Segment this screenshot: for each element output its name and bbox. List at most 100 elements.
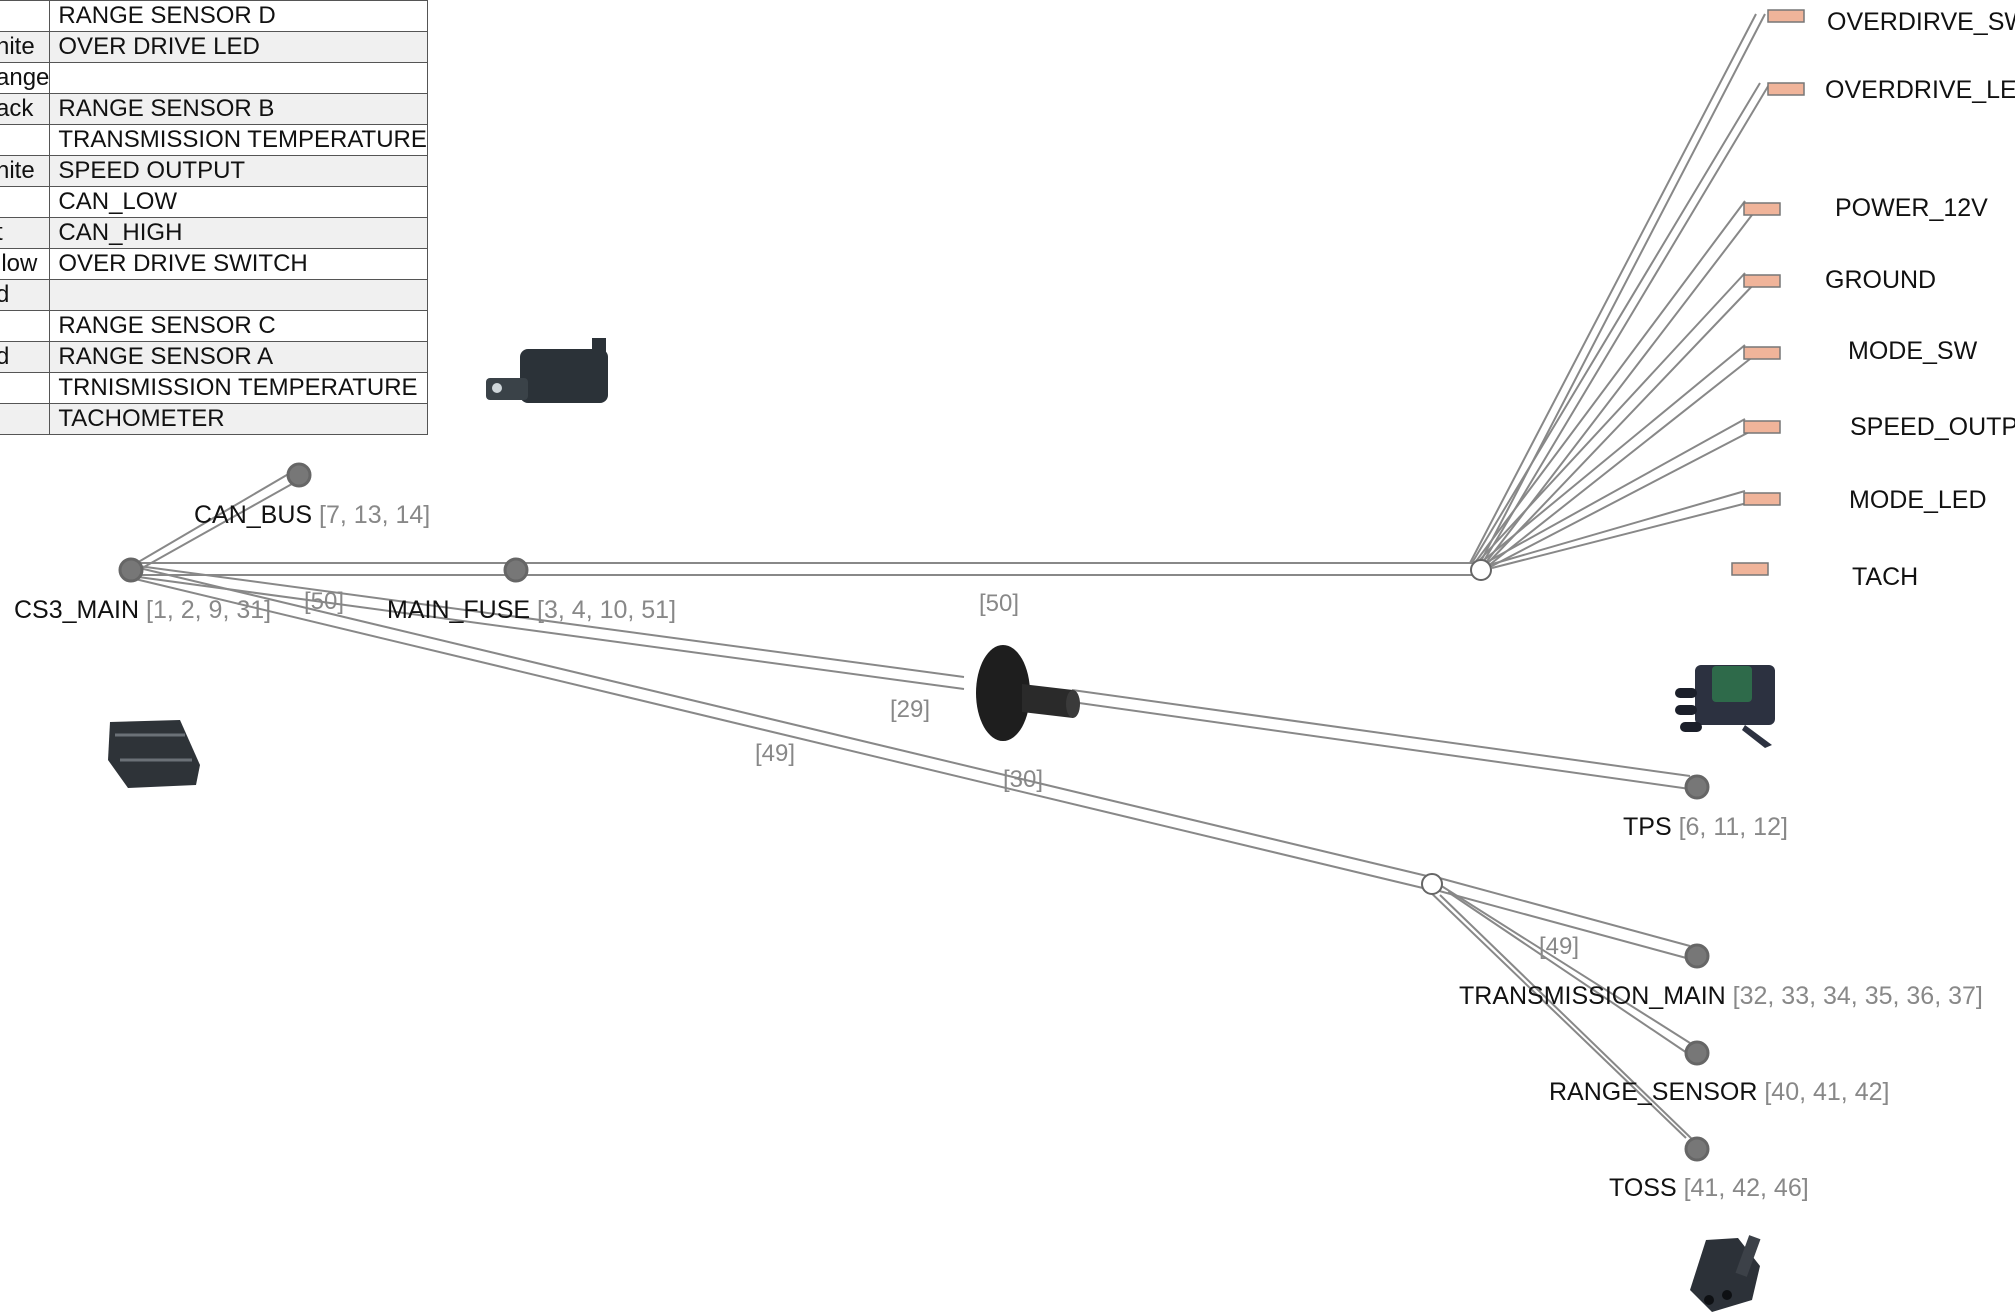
wire-cs3-tps xyxy=(130,564,1691,790)
pin-color-cell xyxy=(0,124,51,156)
connector-photo-tps xyxy=(1675,665,1775,748)
terminal-label-mode-sw: MODE_SW xyxy=(1848,337,1978,365)
connector-nodes xyxy=(118,462,1710,1162)
connector-photo-main-fuse xyxy=(486,338,608,403)
pin-color-cell xyxy=(0,372,51,404)
connector-photo-toss xyxy=(1690,1235,1761,1312)
range-sensor-pins: [40, 41, 42] xyxy=(1764,1078,1890,1106)
pin-function-cell: CAN_HIGH xyxy=(49,217,428,249)
terminal-overdirve-sw xyxy=(1767,9,1805,23)
pin-color-cell xyxy=(0,0,51,32)
pin-function-cell: RANGE SENSOR C xyxy=(49,310,428,342)
toss-pins: [41, 42, 46] xyxy=(1683,1174,1809,1202)
pin-table-row: ackRANGE SENSOR B xyxy=(0,93,428,125)
pin-table-row: RANGE SENSOR D xyxy=(0,0,428,32)
segment-length-fuse-breakout: [50] xyxy=(979,590,1020,617)
label-main-fuse: MAIN_FUSE [3, 4, 10, 51] xyxy=(387,598,676,623)
pin-table-row: TACHOMETER xyxy=(0,403,428,435)
terminal-speed-output xyxy=(1743,420,1781,434)
pin-function-cell xyxy=(49,62,428,94)
pin-table-row: ange xyxy=(0,62,428,94)
pin-color-cell: llow xyxy=(0,248,51,280)
pin-function-cell: TACHOMETER xyxy=(49,403,428,435)
pin-color-cell xyxy=(0,186,51,218)
terminal-label-speed-output: SPEED_OUTPUT xyxy=(1850,413,2015,441)
can-bus-name: CAN_BUS xyxy=(194,501,313,529)
terminal-label-ground: GROUND xyxy=(1825,266,1937,294)
pin-function-cell: CAN_LOW xyxy=(49,186,428,218)
pin-function-cell: TRANSMISSION TEMPERATURE xyxy=(49,124,428,156)
pin-table-row: TRNISMISSION TEMPERATURE xyxy=(0,372,428,404)
splice-breakout[interactable] xyxy=(1470,559,1492,581)
cs3-main-pins: [1, 2, 9, 31] xyxy=(146,596,272,624)
terminal-ground xyxy=(1743,274,1781,288)
node-tps[interactable] xyxy=(1684,774,1710,800)
main-fuse-pins: [3, 4, 10, 51] xyxy=(537,596,677,624)
node-can-bus[interactable] xyxy=(286,462,312,488)
terminal-mode-led xyxy=(1743,492,1781,506)
main-fuse-name: MAIN_FUSE xyxy=(387,596,531,624)
node-range-sensor[interactable] xyxy=(1684,1040,1710,1066)
terminal-label-overdirve-sw: OVERDIRVE_SW xyxy=(1827,8,2015,36)
segment-length-cs3-grommet: [29] xyxy=(890,696,931,723)
label-tps: TPS [6, 11, 12] xyxy=(1623,815,1788,840)
pin-color-cell xyxy=(0,310,51,342)
cs3-main-name: CS3_MAIN xyxy=(14,596,140,624)
pin-color-cell: hite xyxy=(0,31,51,63)
terminal-mode-sw xyxy=(1743,346,1781,360)
wire-cs3-split xyxy=(130,565,1428,890)
terminal-power-12v xyxy=(1743,202,1781,216)
connector-photo-cs3-main xyxy=(108,720,200,788)
pin-color-cell: d xyxy=(0,279,51,311)
pin-table-row: CAN_LOW xyxy=(0,186,428,218)
node-main-fuse[interactable] xyxy=(503,557,529,583)
pin-table-row: TRANSMISSION TEMPERATURE xyxy=(0,124,428,156)
pin-color-cell: t xyxy=(0,217,51,249)
pin-table-row: d xyxy=(0,279,428,311)
pin-table-row: niteSPEED OUTPUT xyxy=(0,155,428,187)
transmission-main-name: TRANSMISSION_MAIN xyxy=(1459,982,1726,1010)
pin-function-cell: TRNISMISSION TEMPERATURE xyxy=(49,372,428,404)
terminal-overdrive-led xyxy=(1767,82,1805,96)
can-bus-pins: [7, 13, 14] xyxy=(319,501,431,529)
label-can-bus: CAN_BUS [7, 13, 14] xyxy=(194,503,430,528)
wire-cs3-canbus xyxy=(127,468,300,577)
label-transmission-main: TRANSMISSION_MAIN [32, 33, 34, 35, 36, 3… xyxy=(1459,984,1983,1009)
pin-table-row: tCAN_HIGH xyxy=(0,217,428,249)
pin-function-cell: OVER DRIVE SWITCH xyxy=(49,248,428,280)
tps-pins: [6, 11, 12] xyxy=(1678,813,1788,841)
wire-breakout-fan xyxy=(1469,13,1771,569)
label-cs3-main: CS3_MAIN [1, 2, 9, 31] xyxy=(14,598,271,623)
tps-name: TPS xyxy=(1623,813,1672,841)
pin-table: RANGE SENSOR DhiteOVER DRIVE LEDangeackR… xyxy=(0,0,428,435)
terminal-label-tach: TACH xyxy=(1852,563,1919,591)
pin-color-cell: d xyxy=(0,341,51,373)
terminal-label-power-12v: POWER_12V xyxy=(1835,194,1988,222)
segment-length-split-trans: [49] xyxy=(1539,933,1580,960)
pin-function-cell: RANGE SENSOR D xyxy=(49,0,428,32)
pin-table-row: hiteOVER DRIVE LED xyxy=(0,31,428,63)
terminal-tach xyxy=(1731,562,1769,576)
node-transmission-main[interactable] xyxy=(1684,943,1710,969)
pin-table-row: dRANGE SENSOR A xyxy=(0,341,428,373)
pin-table-row: RANGE SENSOR C xyxy=(0,310,428,342)
pin-color-cell xyxy=(0,403,51,435)
segment-length-grommet-tps: [30] xyxy=(1003,766,1044,793)
node-toss[interactable] xyxy=(1684,1136,1710,1162)
label-toss: TOSS [41, 42, 46] xyxy=(1609,1176,1809,1201)
transmission-main-pins: [32, 33, 34, 35, 36, 37] xyxy=(1732,982,1983,1010)
toss-name: TOSS xyxy=(1609,1174,1677,1202)
label-range-sensor: RANGE_SENSOR [40, 41, 42] xyxy=(1549,1080,1889,1105)
grommet-photo xyxy=(976,645,1080,741)
pin-function-cell: OVER DRIVE LED xyxy=(49,31,428,63)
pin-function-cell: RANGE SENSOR B xyxy=(49,93,428,125)
splice-transmission[interactable] xyxy=(1421,873,1443,895)
wire-split-branches xyxy=(1424,875,1695,1142)
pin-function-cell xyxy=(49,279,428,311)
terminal-label-overdrive-led: OVERDRIVE_LED xyxy=(1825,76,2015,104)
pin-function-cell: SPEED OUTPUT xyxy=(49,155,428,187)
node-cs3-main[interactable] xyxy=(118,557,144,583)
pin-color-cell: ange xyxy=(0,62,51,94)
pin-color-cell: ack xyxy=(0,93,51,125)
